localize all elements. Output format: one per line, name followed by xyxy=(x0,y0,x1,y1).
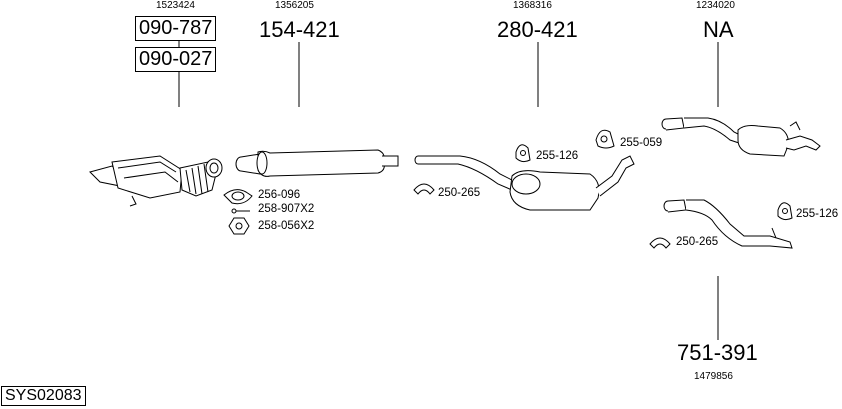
clamp-250-265-a-icon[interactable] xyxy=(413,183,435,195)
part-ref-1368316: 1368316 xyxy=(513,0,552,11)
hanger-255-126-a-icon[interactable] xyxy=(515,144,531,163)
catalytic-converter-icon[interactable] xyxy=(89,155,223,207)
part-number-na[interactable]: NA xyxy=(703,17,734,42)
part-number-090-787[interactable]: 090-787 xyxy=(135,16,217,41)
diagram-id: SYS02083 xyxy=(1,386,86,406)
bolt-258-907x2-icon[interactable] xyxy=(231,208,250,214)
label-250-265-a[interactable]: 250-265 xyxy=(438,187,481,199)
label-256-096[interactable]: 256-096 xyxy=(258,189,301,201)
rear-silencer-280-421-icon[interactable] xyxy=(414,155,635,211)
clamp-250-265-b-icon[interactable] xyxy=(649,237,671,249)
middle-silencer-154-421-icon[interactable] xyxy=(235,149,399,177)
hanger-255-126-b-icon[interactable] xyxy=(777,202,793,221)
nut-258-056x2-icon[interactable] xyxy=(228,217,250,235)
rear-section-na-icon[interactable] xyxy=(661,117,821,157)
label-255-059[interactable]: 255-059 xyxy=(620,137,663,149)
part-number-280-421[interactable]: 280-421 xyxy=(497,17,578,42)
part-ref-1356205: 1356205 xyxy=(275,0,314,11)
label-255-126-b[interactable]: 255-126 xyxy=(796,208,839,220)
part-ref-1523424: 1523424 xyxy=(156,0,195,11)
part-ref-1479856: 1479856 xyxy=(694,371,733,382)
label-250-265-b[interactable]: 250-265 xyxy=(676,236,719,248)
label-258-907x2[interactable]: 258-907X2 xyxy=(258,203,315,215)
part-ref-1234020: 1234020 xyxy=(696,0,735,11)
gasket-256-096-icon[interactable] xyxy=(223,189,253,205)
label-258-056x2[interactable]: 258-056X2 xyxy=(258,220,315,232)
tail-pipe-751-391-icon[interactable] xyxy=(663,199,793,249)
label-255-126-a[interactable]: 255-126 xyxy=(536,150,579,162)
part-number-154-421[interactable]: 154-421 xyxy=(259,17,340,42)
part-number-090-027[interactable]: 090-027 xyxy=(135,47,217,72)
part-number-751-391[interactable]: 751-391 xyxy=(677,340,758,365)
hanger-255-059-icon[interactable] xyxy=(595,129,615,149)
